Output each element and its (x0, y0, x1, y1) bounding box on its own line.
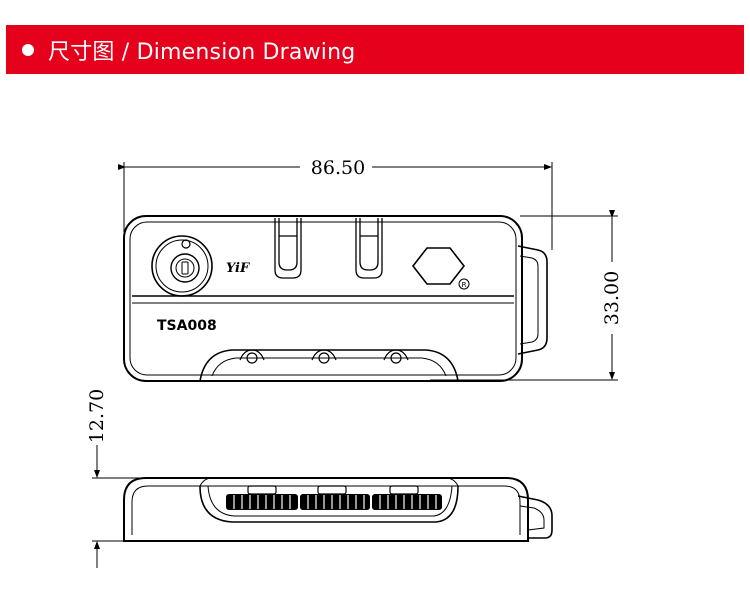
section-title: 尺寸图 / Dimension Drawing (48, 39, 356, 65)
thickness-dimension (92, 445, 218, 568)
height-dimension-label: 33.00 (601, 271, 623, 325)
reset-buttons (274, 218, 383, 279)
dial-wheels (226, 494, 442, 510)
lock-front-view (123, 215, 548, 382)
section-header-banner: 尺寸图 / Dimension Drawing (6, 25, 744, 74)
model-label: TSA008 (157, 318, 217, 334)
dial-wheel-ribs (233, 495, 437, 509)
bullet-icon (22, 43, 34, 56)
registered-mark-icon: R (462, 281, 467, 289)
width-dimension-label: 86.50 (311, 157, 365, 179)
dial-wheel-caps (247, 485, 419, 495)
thickness-dimension-label: 12.70 (86, 389, 108, 443)
brand-mark: YiF (226, 261, 250, 276)
height-dimension (430, 210, 618, 381)
dial-notches (239, 349, 409, 364)
hexagon-emblem-icon (411, 247, 466, 285)
width-dimension (118, 162, 553, 250)
